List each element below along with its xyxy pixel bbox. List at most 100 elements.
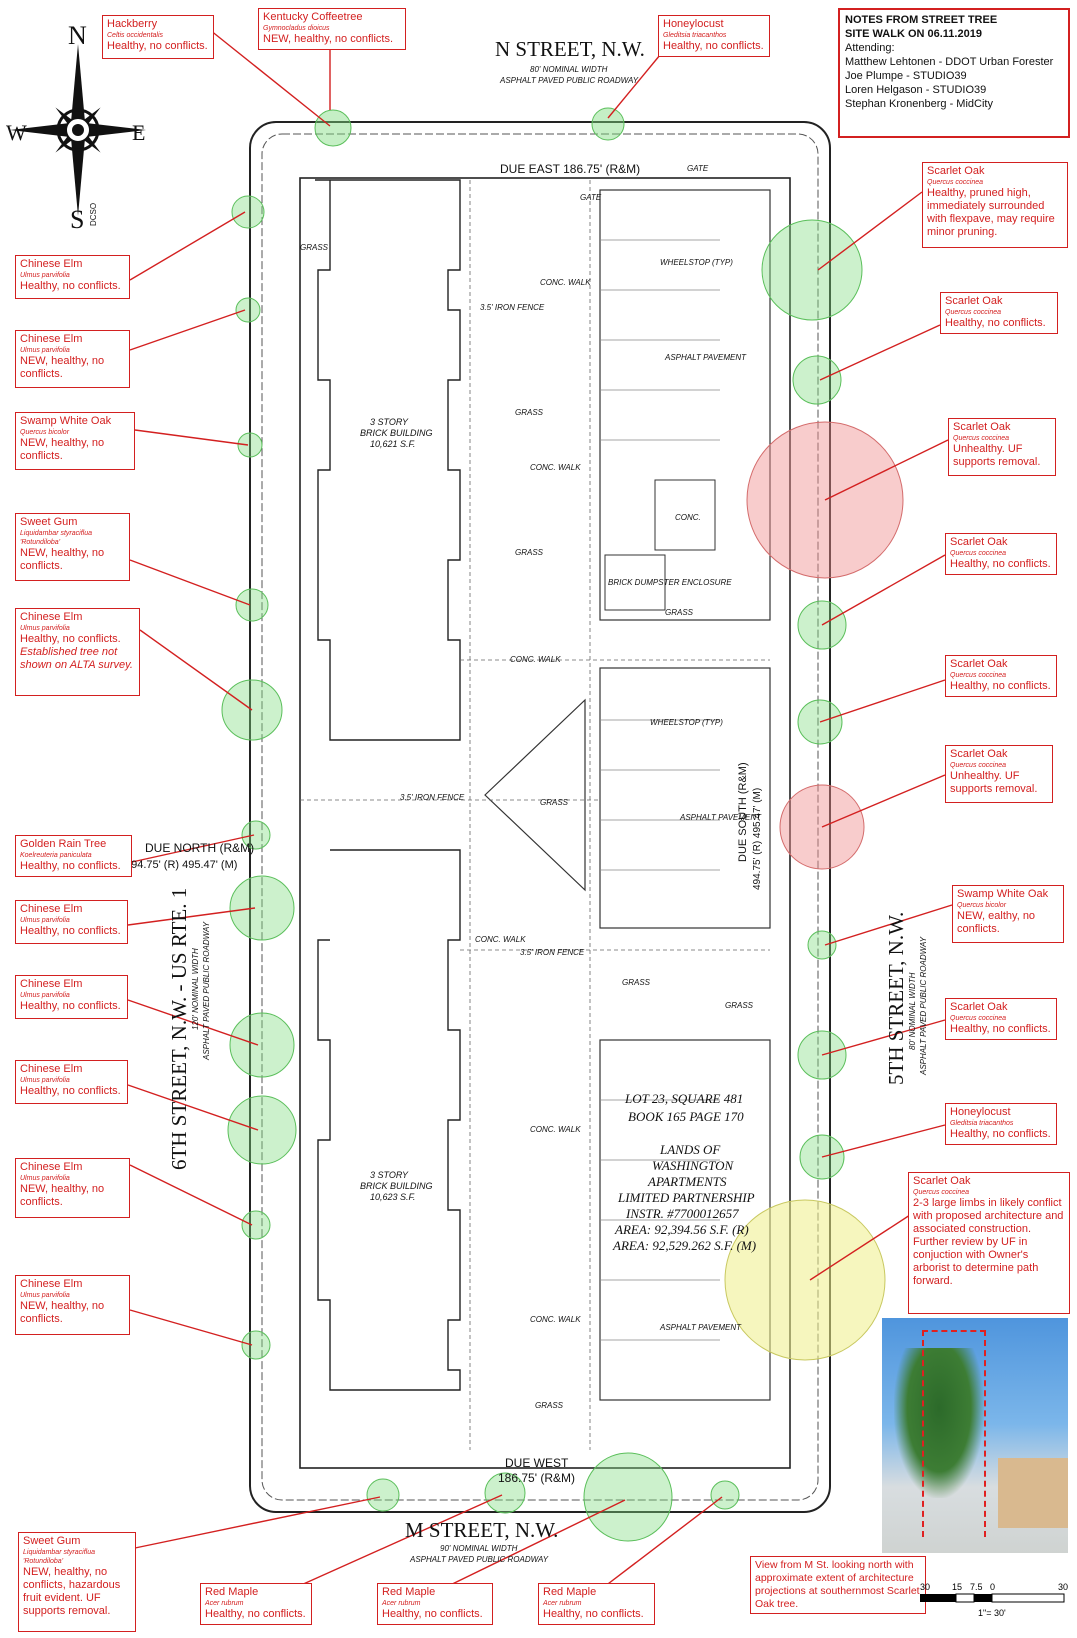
notes-attendee: Matthew Lehtonen - DDOT Urban Forester <box>845 56 1054 68</box>
annotation-species: Acer rubrum <box>205 1600 244 1607</box>
annotation-species: Liquidambar styraciflua 'Rotundiloba' <box>23 1549 95 1565</box>
grass-label: GRASS <box>515 408 544 417</box>
scale-tick: 15 <box>952 1582 962 1592</box>
conc-walk-label: CONC. WALK <box>540 278 591 287</box>
annotation-name: Scarlet Oak <box>950 658 1008 670</box>
bearing-due-south: DUE SOUTH (R&M) <box>737 762 749 862</box>
annotation-species: Celtis occidentalis <box>107 32 164 39</box>
annotation-scarlet-oak-2: Scarlet Oak Quercus coccinea Healthy, no… <box>940 292 1058 334</box>
lot-line: AREA: 92,529.262 S.F. (M) <box>612 1238 756 1253</box>
scale-tick: 7.5 <box>970 1582 983 1592</box>
annotation-species: Acer rubrum <box>382 1600 421 1607</box>
annotation-hackberry: Hackberry Celtis occidentalis Healthy, n… <box>102 15 214 59</box>
annotation-scarlet-oak-8: Scarlet Oak Quercus coccinea 2-3 large l… <box>908 1172 1070 1314</box>
bearing-due-west-dist: 186.75' (R&M) <box>498 1471 575 1485</box>
bearing-due-east: DUE EAST 186.75' (R&M) <box>500 162 640 176</box>
conc-walk-label: CONC. WALK <box>530 463 581 472</box>
tree-canopy-red-maple-2 <box>583 1452 673 1542</box>
notes-attending-label: Attending: <box>845 42 895 54</box>
iron-fence-label: 3.5' IRON FENCE <box>520 948 585 957</box>
conc-label: CONC. <box>675 513 701 522</box>
iron-fence-label: 3.5' IRON FENCE <box>480 303 545 312</box>
annotation-scarlet-oak-4: Scarlet Oak Quercus coccinea Healthy, no… <box>945 533 1057 575</box>
annotation-species: Quercus coccinea <box>950 762 1007 769</box>
tree-canopy-golden-rain-tree <box>241 820 271 850</box>
annotation-species: Gleditsia triacanthos <box>950 1120 1014 1127</box>
conc-walk-label: CONC. WALK <box>510 655 561 664</box>
tree-canopy-scarlet-oak-1 <box>761 219 863 321</box>
annotation-species: Koelreuteria paniculata <box>20 852 92 859</box>
conc-walk-label: CONC. WALK <box>475 935 526 944</box>
street-west-sub1: 120' NOMINAL WIDTH <box>191 948 200 1030</box>
annotation-species: Quercus coccinea <box>945 309 1002 316</box>
annotation-species: Ulmus parvifolia <box>20 1292 70 1299</box>
north-building-outline <box>315 179 461 741</box>
annotation-desc: NEW, ealthy, no conflicts. <box>957 910 1036 935</box>
lot-line: BOOK 165 PAGE 170 <box>628 1109 744 1124</box>
tree-canopy-chinese-elm-8 <box>241 1330 271 1360</box>
annotation-desc: Healthy, no conflicts. <box>20 633 121 645</box>
annotation-desc: Healthy, no conflicts. <box>205 1608 306 1620</box>
annotation-desc: NEW, healthy, no conflicts. <box>20 1300 105 1325</box>
annotation-desc: NEW, healthy, no conflicts. <box>20 547 105 572</box>
annotation-name: Honeylocust <box>950 1106 1011 1118</box>
annotation-scarlet-oak-6: Scarlet Oak Quercus coccinea Unhealthy. … <box>945 745 1053 803</box>
annotation-sweet-gum-2: Sweet Gum Liquidambar styraciflua 'Rotun… <box>18 1532 136 1632</box>
annotation-species: Acer rubrum <box>543 1600 582 1607</box>
parking-lot-south <box>599 667 771 929</box>
lot-line: LOT 23, SQUARE 481 <box>624 1091 743 1106</box>
tree-canopy-red-maple-1 <box>484 1472 526 1514</box>
street-name-north: N STREET, N.W. <box>495 37 645 61</box>
tree-canopy-hackberry <box>314 109 352 147</box>
site-walk-notes: NOTES FROM STREET TREE SITE WALK ON 06.1… <box>838 8 1070 138</box>
compass-east-label: E <box>132 120 145 145</box>
annotation-name: Swamp White Oak <box>957 888 1049 900</box>
annotation-name: Scarlet Oak <box>913 1175 971 1187</box>
scale-tick: 30 <box>920 1582 930 1592</box>
tree-canopy-chinese-elm-4 <box>229 875 295 941</box>
annotation-red-maple-2: Red Maple Acer rubrum Healthy, no confli… <box>377 1583 493 1625</box>
annotation-kentucky-coffeetree: Kentucky Coffeetree Gymnocladus dioicus … <box>258 8 406 50</box>
annotation-species: Quercus bicolor <box>20 429 70 436</box>
annotation-desc: Healthy, no conflicts. <box>20 860 121 872</box>
street-north-sub1: 80' NOMINAL WIDTH <box>530 65 608 74</box>
dumpster-enclosure <box>604 554 666 611</box>
annotation-species: Quercus coccinea <box>927 179 984 186</box>
annotation-chinese-elm-7: Chinese Elm Ulmus parvifolia NEW, health… <box>15 1158 130 1218</box>
notes-title-line1: NOTES FROM STREET TREE <box>845 14 998 26</box>
annotation-chinese-elm-2: Chinese Elm Ulmus parvifolia NEW, health… <box>15 330 130 388</box>
annotation-note: Established tree not shown on ALTA surve… <box>20 646 133 671</box>
photo-building <box>998 1458 1068 1528</box>
photo-tree <box>894 1348 984 1498</box>
annotation-species: Gymnocladus dioicus <box>263 25 330 32</box>
annotation-species: Ulmus parvifolia <box>20 917 70 924</box>
tree-canopy-scarlet-oak-2 <box>792 355 842 405</box>
parking-stalls <box>600 239 720 1341</box>
grass-label: GRASS <box>622 978 651 987</box>
annotation-name: Red Maple <box>543 1586 597 1598</box>
annotation-name: Scarlet Oak <box>950 1001 1008 1013</box>
annotation-desc: Healthy, no conflicts. <box>950 1023 1051 1035</box>
tree-canopy-swamp-white-oak-w <box>237 432 263 458</box>
building-label: 10,623 S.F. <box>370 1192 415 1202</box>
annotation-name: Chinese Elm <box>20 978 83 990</box>
notes-title-line2: SITE WALK ON 06.11.2019 <box>845 28 982 40</box>
annotation-chinese-elm-8: Chinese Elm Ulmus parvifolia NEW, health… <box>15 1275 130 1335</box>
annotation-name: Red Maple <box>205 1586 259 1598</box>
gate-label: GATE <box>687 164 709 173</box>
scale-tick: 30 <box>1058 1582 1068 1592</box>
bearing-due-north-dist: 494.75' (R) 495.47' (M) <box>125 859 237 871</box>
annotation-species: Quercus coccinea <box>953 435 1010 442</box>
annotation-name: Hackberry <box>107 18 158 30</box>
grass-label: GRASS <box>515 548 544 557</box>
building-label: BRICK BUILDING <box>360 1181 433 1191</box>
annotation-name: Scarlet Oak <box>945 295 1003 307</box>
annotation-golden-rain-tree: Golden Rain Tree Koelreuteria paniculata… <box>15 835 132 877</box>
building-label: 3 STORY <box>370 417 409 427</box>
grass-label: GRASS <box>665 608 694 617</box>
tree-canopy-swamp-white-oak-e <box>807 930 837 960</box>
lot-info: LOT 23, SQUARE 481 BOOK 165 PAGE 170 LAN… <box>612 1091 756 1253</box>
annotation-desc: Healthy, no conflicts. <box>382 1608 483 1620</box>
annotation-swamp-white-oak-east: Swamp White Oak Quercus bicolor NEW, eal… <box>952 885 1064 943</box>
south-building-outline <box>317 849 461 1391</box>
